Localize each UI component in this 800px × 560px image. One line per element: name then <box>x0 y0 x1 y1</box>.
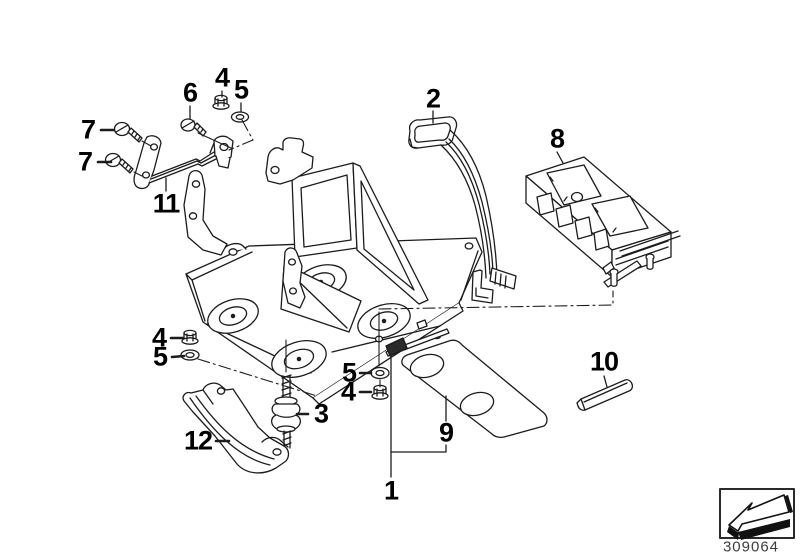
clamp-rail <box>385 328 450 357</box>
part-illustration-washer-5-top <box>230 111 250 123</box>
callout-5-mid[interactable]: 5 <box>341 357 357 388</box>
callout-4-mid[interactable]: 4 <box>340 376 356 407</box>
assembly-centerlines <box>133 119 614 397</box>
callout-2[interactable]: 2 <box>425 83 441 114</box>
callout-12[interactable]: 12 <box>183 425 213 456</box>
callout-6[interactable]: 6 <box>182 77 198 108</box>
part-illustration-main-bracket <box>183 137 483 405</box>
part-illustration-rubber-mount <box>270 374 302 449</box>
part-illustration-battery-tray <box>525 156 681 288</box>
part-illustration-nut-4-left <box>181 329 199 345</box>
callout-11[interactable]: 11 <box>152 188 181 219</box>
callout-4-top[interactable]: 4 <box>214 62 230 93</box>
callout-1[interactable]: 1 <box>383 475 399 506</box>
callout-7-lower[interactable]: 7 <box>77 146 93 177</box>
callout-5-top[interactable]: 5 <box>233 74 249 105</box>
callout-7-upper[interactable]: 7 <box>80 114 96 145</box>
callout-9[interactable]: 9 <box>438 417 454 448</box>
part-illustration-battery-pad <box>401 339 548 439</box>
part-illustration-nut-4-top <box>212 94 230 110</box>
part-illustration-washer-5-left <box>180 349 200 361</box>
part-illustration-screw-7-lower <box>104 152 134 174</box>
drawing-number: 309064 <box>722 538 780 556</box>
callout-leader-lines <box>96 90 608 478</box>
part-illustration-screw-7-upper <box>113 121 143 143</box>
part-illustration-clamp-strip <box>576 379 634 411</box>
callout-3[interactable]: 3 <box>313 398 329 429</box>
callout-10[interactable]: 10 <box>589 346 619 377</box>
diagonal-arrow-icon <box>727 494 793 540</box>
part-illustration-battery-strap <box>408 116 517 304</box>
callout-8[interactable]: 8 <box>549 123 565 154</box>
part-illustration-guard-bracket <box>182 382 290 474</box>
part-illustration-screw-6 <box>180 118 207 137</box>
callout-5-left[interactable]: 5 <box>152 341 168 372</box>
part-illustration-washer-5-mid <box>370 366 390 380</box>
brand-logo-box <box>719 488 795 540</box>
callout-4-left[interactable]: 4 <box>151 322 167 353</box>
